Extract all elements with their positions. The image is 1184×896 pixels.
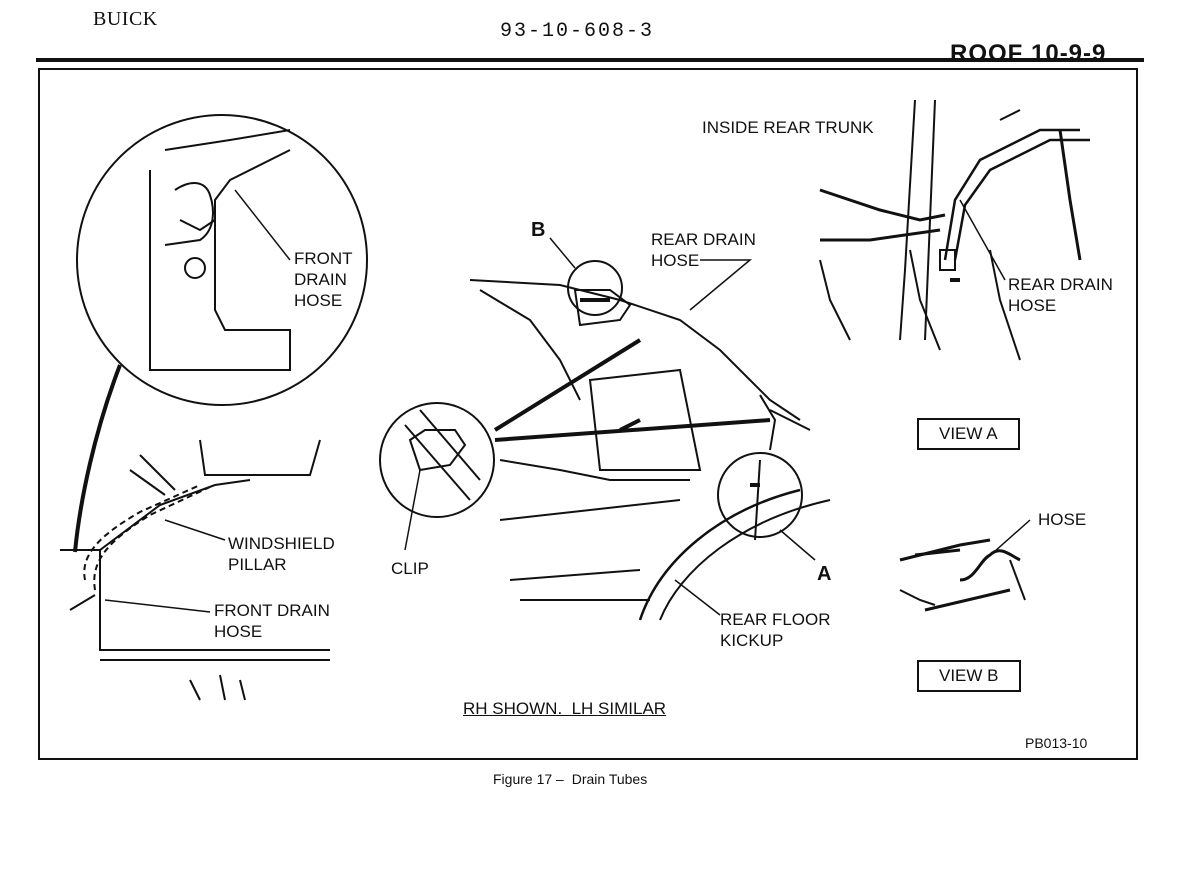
section-heading: ROOF 10-9-9	[950, 40, 1107, 67]
hose-label: HOSE	[1038, 510, 1087, 529]
caption-number: Figure 17	[493, 771, 553, 787]
a-marker-label: A	[817, 563, 832, 585]
figure-caption: Figure 17 – Drain Tubes	[493, 771, 647, 787]
front-drain-hose-label-top: FRONT DRAIN HOSE	[294, 249, 353, 310]
view-b-marker-circle	[567, 260, 623, 316]
windshield-pillar-label: WINDSHIELD PILLAR	[228, 534, 335, 574]
view-a-box: VIEW A	[917, 418, 1020, 450]
clip-label: CLIP	[391, 559, 429, 578]
caption-separator: –	[556, 771, 568, 787]
b-marker-label: B	[531, 219, 546, 241]
rear-drain-hose-view-a-label: REAR DRAIN HOSE	[1008, 275, 1113, 315]
header-rule	[36, 58, 1144, 62]
brand-name: BUICK	[93, 8, 158, 30]
clip-detail-circle	[379, 402, 495, 518]
front-drain-hose-label-bottom: FRONT DRAIN HOSE	[214, 601, 330, 641]
figure-frame	[38, 68, 1138, 760]
front-detail-circle	[76, 114, 368, 406]
rh-shown-note: RH SHOWN. LH SIMILAR	[463, 699, 667, 718]
document-number: 93-10-608-3	[500, 20, 655, 43]
figure-id: PB013-10	[1025, 735, 1088, 751]
caption-title: Drain Tubes	[571, 771, 648, 787]
view-b-box: VIEW B	[917, 660, 1021, 692]
view-a-marker-circle	[717, 452, 803, 538]
inside-rear-trunk-label: INSIDE REAR TRUNK	[702, 118, 874, 137]
rear-drain-hose-label: REAR DRAIN HOSE	[651, 230, 756, 270]
rear-floor-kickup-label: REAR FLOOR KICKUP	[720, 610, 831, 650]
